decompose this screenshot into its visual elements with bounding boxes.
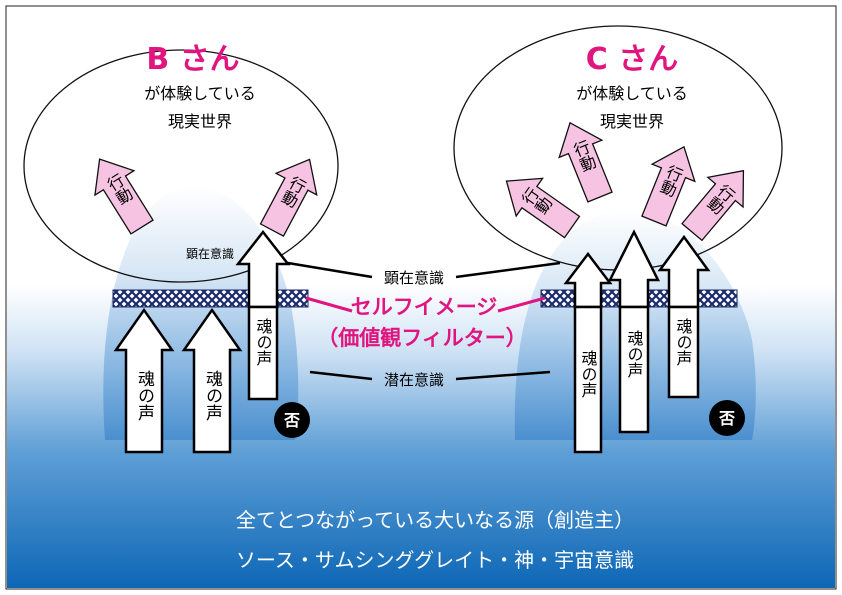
subconscious-line-right — [455, 370, 551, 381]
soul-voice-label: 魂の声 — [674, 318, 693, 366]
soul-voice-label: 魂の声 — [625, 330, 644, 378]
soul-arrow-b-1: 魂の声 — [113, 307, 175, 454]
source-line-1: 全てとつながっている大いなる源（創造主） — [236, 508, 634, 532]
action-arrow-c-3: 行動 — [641, 145, 696, 227]
filter-net-b — [112, 289, 309, 308]
white-arrow-c-1-top — [563, 251, 613, 309]
filter-line-left — [305, 296, 353, 313]
filter-label-1: セルフイメージ — [351, 295, 498, 319]
conscious-label: 顕在意識 — [384, 269, 444, 287]
reject-badge-c: 否 — [709, 400, 745, 436]
soul-voice-label: 魂の声 — [134, 370, 155, 421]
white-arrow-b-top — [235, 229, 291, 309]
soul-voice-label: 魂の声 — [202, 370, 223, 421]
person-c-line2: 現実世界 — [600, 112, 664, 131]
person-c-line1: が体験している — [576, 84, 688, 103]
conscious-line-right — [455, 261, 561, 279]
person-b-line1: が体験している — [144, 84, 256, 103]
source-line-2: ソース・サムシンググレイト・神・宇宙意識 — [236, 548, 634, 572]
soul-box-b-3: 魂の声 — [247, 305, 279, 401]
subconscious-line-left — [309, 370, 373, 381]
reality-ellipse-b — [23, 49, 339, 283]
person-c-name: C さん — [586, 42, 678, 77]
person-b-name: B さん — [146, 42, 239, 77]
white-arrow-c-2-top — [607, 229, 661, 309]
conscious-label-small: 顕在意識 — [186, 246, 234, 261]
soul-voice-label: 魂の声 — [579, 350, 598, 398]
filter-label-2: （価値観フィルター） — [317, 326, 527, 350]
soul-box-c-3: 魂の声 — [667, 305, 700, 399]
conscious-line-left — [287, 261, 373, 279]
subconscious-label: 潜在意識 — [384, 371, 444, 389]
soul-box-c-2: 魂の声 — [618, 305, 650, 434]
soul-voice-label: 魂の声 — [254, 318, 273, 366]
reject-badge-b: 否 — [274, 402, 310, 438]
soul-box-c-1: 魂の声 — [573, 305, 603, 454]
reject-label: 否 — [283, 411, 300, 430]
white-arrow-c-3-top — [657, 234, 711, 309]
person-b-line2: 現実世界 — [168, 112, 232, 131]
reject-label: 否 — [718, 409, 735, 428]
filter-line-right — [497, 296, 546, 313]
soul-arrow-b-2: 魂の声 — [181, 307, 243, 454]
